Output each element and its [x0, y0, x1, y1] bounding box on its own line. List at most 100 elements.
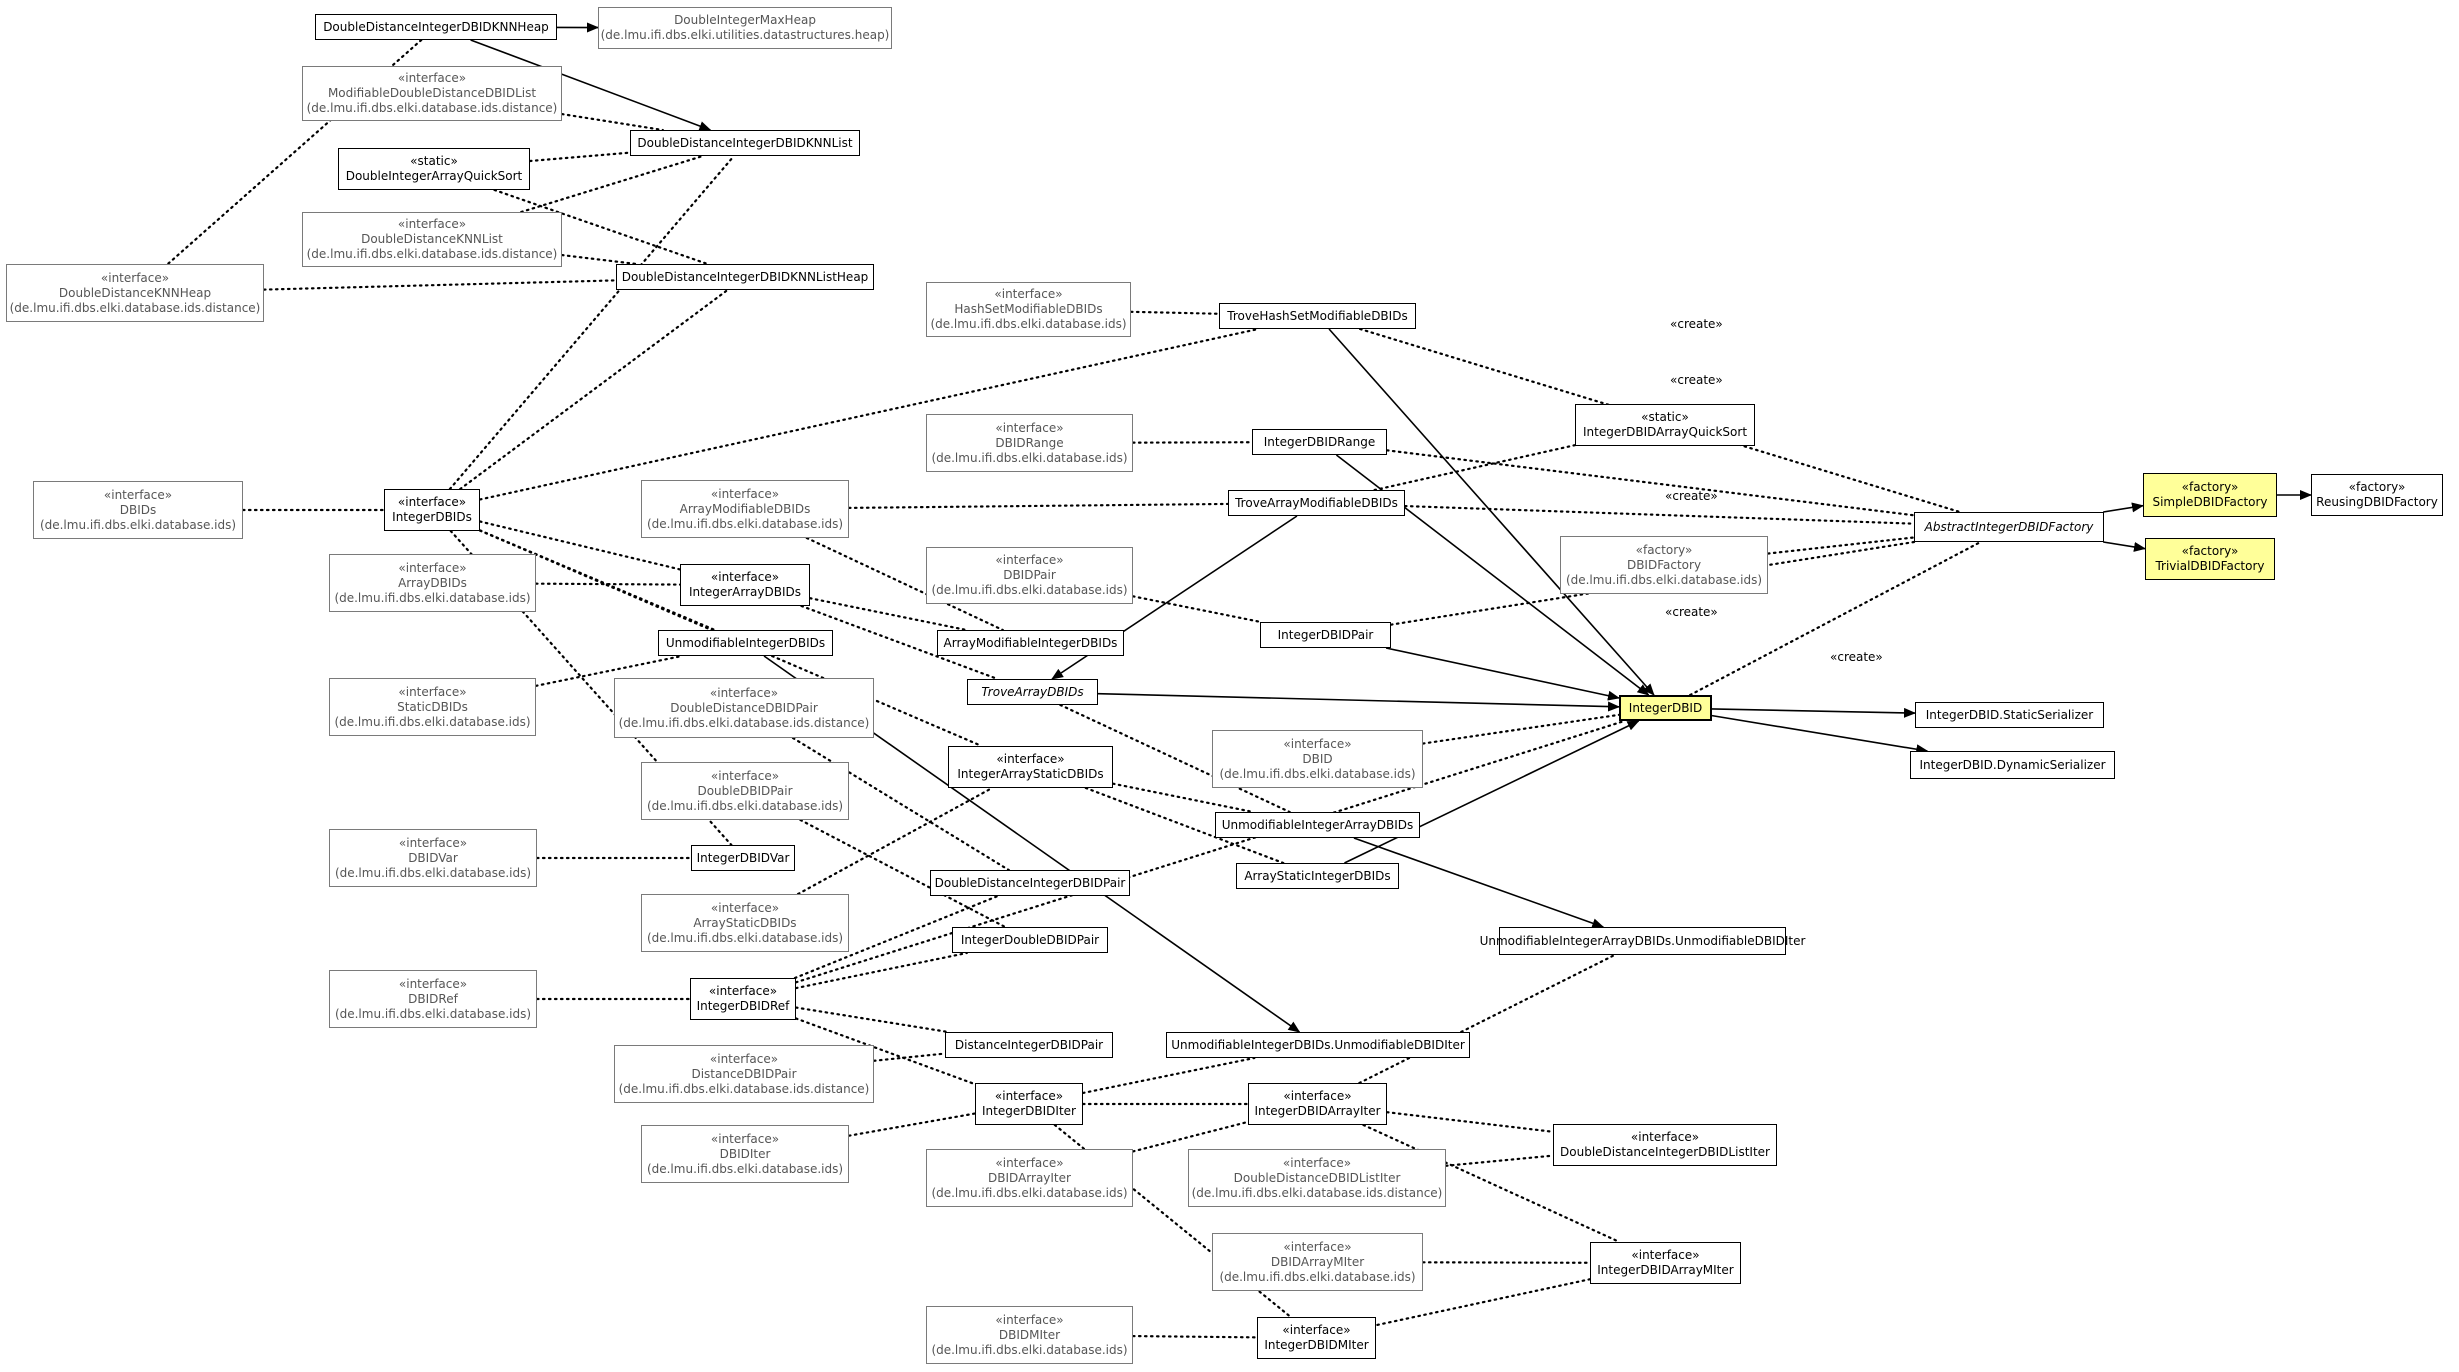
edge-int-iter-to-unmod-int-iter [1081, 1056, 1256, 1095]
class-node-trivial-factory: «factory»TrivialDBIDFactory [2145, 538, 2275, 580]
edge-int-dbids-to-dd-knnlistheap [459, 288, 729, 491]
class-node-dd-knnlistheap: DoubleDistanceIntegerDBIDKNNListHeap [616, 264, 874, 290]
node-class-name: UnmodifiableIntegerDBIDs [665, 635, 826, 650]
node-package: (de.lmu.ifi.dbs.elki.database.ids) [931, 1185, 1128, 1200]
node-stereotype: «interface» [996, 752, 1065, 766]
node-package: (de.lmu.ifi.dbs.elki.database.ids.distan… [618, 1081, 870, 1096]
class-node-int-ref: «interface»IntegerDBIDRef [690, 978, 796, 1020]
class-node-double-pair: «interface»DoubleDBIDPair(de.lmu.ifi.dbs… [641, 762, 849, 820]
edge-label-create: «create» [1665, 605, 1718, 619]
node-package: (de.lmu.ifi.dbs.elki.database.ids.distan… [618, 715, 870, 730]
edge-abs-factory-to-trivial-factory [2103, 541, 2146, 552]
class-node-trove-array-mod: TroveArrayModifiableDBIDs [1228, 490, 1405, 516]
class-node-dist-int-pair: DistanceIntegerDBIDPair [945, 1032, 1113, 1058]
node-class-name: ArrayDBIDs [398, 575, 467, 590]
edge-double-pair-to-int-double-pair [799, 818, 1007, 929]
node-stereotype: «interface» [1282, 1323, 1351, 1337]
node-package: (de.lmu.ifi.dbs.elki.database.ids) [334, 590, 531, 605]
node-class-name: DoubleDistanceDBIDPair [670, 700, 818, 715]
node-stereotype: «interface» [994, 287, 1063, 301]
node-stereotype: «interface» [1283, 1239, 1352, 1254]
node-class-name: HashSetModifiableDBIDs [954, 302, 1103, 316]
node-class-name: ArrayModifiableIntegerDBIDs [943, 635, 1118, 650]
class-node-dbidvar: «interface»DBIDVar(de.lmu.ifi.dbs.elki.d… [329, 829, 537, 887]
edge-dd-pair-iface-to-dd-int-pair [791, 736, 1010, 872]
node-stereotype: «interface» [398, 684, 467, 699]
node-class-name: IntegerDBIDIter [982, 1104, 1076, 1118]
node-package: (de.lmu.ifi.dbs.elki.database.ids) [646, 1161, 844, 1176]
node-stereotype: «interface» [710, 768, 780, 783]
class-node-array-static-int: ArrayStaticIntegerDBIDs [1236, 863, 1399, 889]
class-node-array-mod: «interface»ArrayModifiableDBIDs(de.lmu.i… [641, 480, 849, 538]
edge-dbid-to-integerdbid [1421, 713, 1621, 745]
edge-dbidfactory-to-abs-factory [1766, 536, 1916, 555]
class-node-dbid: «interface»DBID(de.lmu.ifi.dbs.elki.data… [1212, 730, 1423, 788]
node-package: (de.lmu.ifi.dbs.elki.database.ids) [930, 317, 1127, 331]
class-node-trove-array: TroveArrayDBIDs [967, 679, 1098, 705]
node-class-name: UnmodifiableIntegerArrayDBIDs [1221, 817, 1414, 832]
edge-int-ref-to-int-iter [794, 1017, 977, 1086]
class-node-hashset-mod: «interface»HashSetModifiableDBIDs(de.lmu… [926, 282, 1131, 337]
edge-int-dbids-to-int-var [449, 529, 733, 847]
edge-int-dbids-to-dd-knnlist [448, 154, 736, 491]
edge-dist-pair-iface-to-dist-int-pair [872, 1052, 947, 1062]
class-node-dd-int-listiter: «interface»DoubleDistanceIntegerDBIDList… [1553, 1124, 1777, 1166]
node-package: (de.lmu.ifi.dbs.elki.database.ids) [931, 450, 1128, 465]
node-class-name: DoubleDistanceIntegerDBIDListIter [1560, 1145, 1770, 1159]
node-package: (de.lmu.ifi.dbs.elki.database.ids) [931, 583, 1128, 597]
class-node-reusing-factory: «factory»ReusingDBIDFactory [2311, 474, 2443, 516]
edge-trove-array-to-integerdbid [1097, 692, 1620, 712]
class-node-dimaxheap: DoubleIntegerMaxHeap(de.lmu.ifi.dbs.elki… [598, 7, 892, 49]
class-node-int-array-iter: «interface»IntegerDBIDArrayIter [1248, 1083, 1387, 1125]
node-stereotype: «interface» [995, 553, 1064, 567]
class-node-simple-factory: «factory»SimpleDBIDFactory [2143, 473, 2277, 517]
node-class-name: DistanceIntegerDBIDPair [954, 1037, 1104, 1052]
class-node-dd-knnheap-iface: «interface»DoubleDistanceKNNHeap(de.lmu.… [6, 264, 264, 322]
node-class-name: DoubleDistanceIntegerDBIDKNNListHeap [621, 269, 869, 284]
class-node-di-quicksort: «static»DoubleIntegerArrayQuickSort [338, 148, 530, 190]
edge-int-quicksort-to-trove-array-mod [1373, 444, 1577, 492]
node-class-name: IntegerDBIDs [392, 510, 472, 524]
class-node-int-double-pair: IntegerDoubleDBIDPair [952, 927, 1108, 953]
node-package: (de.lmu.ifi.dbs.elki.database.ids) [334, 1006, 532, 1021]
edge-dbidarrayiter-to-int-array-iter [1131, 1120, 1250, 1153]
node-class-name: IntegerDBIDPair [1277, 627, 1374, 642]
edge-di-quicksort-to-dd-knnlist [528, 151, 632, 163]
edge-int-array-iter-to-unmod-int-array-iter [1358, 953, 1616, 1085]
class-node-dbidref: «interface»DBIDRef(de.lmu.ifi.dbs.elki.d… [329, 970, 537, 1028]
class-node-dd-knnheap: DoubleDistanceIntegerDBIDKNNHeap [315, 14, 557, 40]
node-class-name: TroveArrayDBIDs [981, 684, 1084, 699]
node-package: (de.lmu.ifi.dbs.elki.database.ids) [1565, 572, 1763, 587]
edge-int-arraydbids-to-trove-array [800, 604, 999, 681]
node-stereotype: «static» [410, 154, 458, 168]
edge-trove-array-to-unmod-int-array [1059, 703, 1291, 814]
node-class-name: DBIDArrayIter [988, 1170, 1071, 1185]
node-stereotype: «interface» [1283, 736, 1352, 751]
class-node-dbids: «interface»DBIDs(de.lmu.ifi.dbs.elki.dat… [33, 481, 243, 539]
node-class-name: IntegerDBID.StaticSerializer [1925, 707, 2094, 722]
node-class-name: IntegerArrayStaticDBIDs [957, 767, 1104, 781]
node-stereotype: «interface» [103, 487, 173, 502]
node-stereotype: «interface» [397, 71, 467, 85]
class-node-int-pair: IntegerDBIDPair [1260, 622, 1391, 648]
node-stereotype: «interface» [709, 1051, 779, 1066]
edge-trove-array-mod-to-abs-factory [1403, 504, 1916, 525]
edge-label-create: «create» [1670, 373, 1723, 387]
node-class-name: UnmodifiableIntegerArrayDBIDs.Unmodifiab… [1479, 933, 1806, 948]
node-stereotype: «interface» [710, 1131, 780, 1146]
class-node-dbidrange: «interface»DBIDRange(de.lmu.ifi.dbs.elki… [926, 414, 1133, 472]
node-class-name: DBIDVar [408, 850, 458, 865]
class-node-unmod-int: UnmodifiableIntegerDBIDs [658, 630, 833, 656]
class-node-abs-factory: AbstractIntegerDBIDFactory [1914, 512, 2104, 542]
class-node-dd-pair-iface: «interface»DoubleDistanceDBIDPair(de.lmu… [614, 678, 874, 738]
edge-trove-hashset-to-integerdbid [1328, 328, 1655, 696]
node-stereotype: «interface» [710, 900, 780, 915]
node-package: (de.lmu.ifi.dbs.elki.database.ids) [1219, 766, 1416, 781]
class-node-dbidarraymiter: «interface»DBIDArrayMIter(de.lmu.ifi.dbs… [1212, 1233, 1423, 1291]
node-stereotype: «interface» [398, 976, 468, 991]
class-node-dd-listiter: «interface»DoubleDistanceDBIDListIter(de… [1188, 1149, 1446, 1207]
class-node-dbidfactory: «factory»DBIDFactory(de.lmu.ifi.dbs.elki… [1560, 536, 1768, 594]
edge-int-ref-to-dd-int-pair [793, 894, 999, 980]
node-stereotype: «factory» [1635, 542, 1693, 557]
